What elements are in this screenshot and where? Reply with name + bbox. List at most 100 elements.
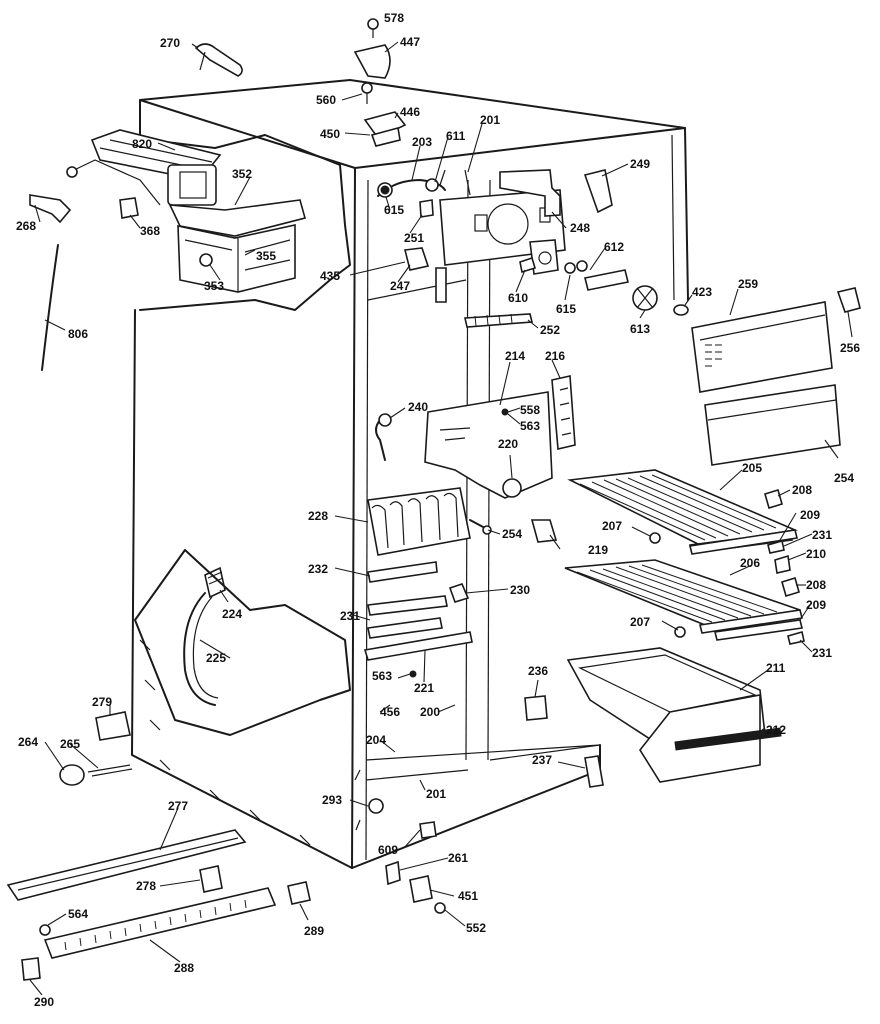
label-552: 552 [466, 921, 486, 935]
label-268: 268 [16, 219, 36, 233]
part-265-screw [87, 764, 133, 777]
part-293-roller [368, 798, 384, 814]
part-221-rail [363, 631, 473, 678]
label-270: 270 [160, 36, 180, 50]
part-451-hinge [409, 875, 433, 903]
part-578-screw [367, 18, 379, 38]
part-355-ice-bucket [177, 224, 296, 293]
label-352: 352 [232, 167, 252, 181]
label-451: 451 [458, 889, 478, 903]
label-208: 208 [792, 483, 812, 497]
label-279: 279 [92, 695, 112, 709]
part-230-support [448, 583, 470, 603]
label-558: 558 [520, 403, 540, 417]
leader-lines [29, 41, 853, 996]
label-225: 225 [206, 651, 226, 665]
part-256-hinge-cap [836, 287, 861, 313]
part-207-shelf-stop [649, 532, 686, 638]
part-270-fitting [194, 43, 243, 77]
label-254b: 254 [502, 527, 522, 541]
part-254-panel [704, 384, 841, 466]
label-564: 564 [68, 907, 88, 921]
part-446-hinge [363, 111, 407, 140]
part-610-switch [519, 239, 559, 275]
part-232-drain-trough [367, 561, 438, 583]
label-212: 212 [766, 723, 786, 737]
label-254: 254 [834, 471, 854, 485]
refrigerator-cabinet [131, 79, 689, 869]
label-236: 236 [528, 664, 548, 678]
label-450: 450 [320, 127, 340, 141]
part-228-evaporator [367, 487, 471, 556]
label-211: 211 [766, 661, 786, 675]
part-268-valve [29, 194, 72, 224]
part-249-hinge [583, 169, 613, 214]
label-446: 446 [400, 105, 420, 119]
label-237: 237 [532, 753, 552, 767]
part-206-shelf [564, 559, 803, 634]
label-214: 214 [505, 349, 525, 363]
label-277: 277 [168, 799, 188, 813]
part-288-grille [43, 887, 277, 959]
part-236-clip [524, 695, 548, 721]
part-259-cover [691, 301, 833, 393]
label-207: 207 [602, 519, 622, 533]
label-615b: 615 [556, 302, 576, 316]
part-212-trim [674, 727, 782, 751]
label-209: 209 [800, 508, 820, 522]
part-353-auger [199, 253, 213, 267]
part-560-screw [361, 82, 373, 104]
part-290-cap [21, 957, 41, 981]
label-289: 289 [304, 924, 324, 938]
label-259: 259 [738, 277, 758, 291]
label-200: 200 [420, 705, 440, 719]
label-203: 203 [412, 135, 432, 149]
label-207b: 207 [630, 615, 650, 629]
part-254-heater [469, 519, 492, 535]
label-290: 290 [34, 995, 54, 1009]
part-435-bracket [435, 267, 447, 303]
part-214-duct-cover [424, 391, 553, 499]
part-279-bracket [95, 711, 131, 741]
part-252-diffuser [464, 313, 534, 328]
label-278: 278 [136, 879, 156, 893]
part-612-bracket [564, 260, 629, 291]
label-609: 609 [378, 843, 398, 857]
label-368: 368 [140, 224, 160, 238]
part-248-shroud [499, 169, 561, 217]
label-220: 220 [498, 437, 518, 451]
label-251: 251 [404, 231, 424, 245]
label-560: 560 [316, 93, 336, 107]
label-563: 563 [520, 419, 540, 433]
part-613-fan [632, 285, 658, 311]
part-208-bracket [764, 488, 800, 598]
label-228: 228 [308, 509, 328, 523]
part-447-hinge-cover [353, 44, 391, 79]
part-368-bracket [119, 197, 139, 219]
label-611: 611 [446, 129, 466, 143]
part-231-clip [767, 539, 805, 645]
part-210-support [774, 554, 791, 574]
label-231: 231 [812, 528, 832, 542]
label-201: 201 [480, 113, 500, 127]
label-249: 249 [630, 157, 650, 171]
part-609-screw [419, 821, 437, 839]
part-251-cam [419, 199, 434, 218]
part-611-clip [439, 169, 446, 186]
label-231b: 231 [340, 609, 360, 623]
label-256: 256 [840, 341, 860, 355]
label-613: 613 [630, 322, 650, 336]
part-209-trim [689, 529, 803, 641]
part-450-shim [370, 126, 401, 147]
label-204: 204 [366, 733, 386, 747]
label-435: 435 [320, 269, 340, 283]
label-219: 219 [588, 543, 608, 557]
part-820-ice-maker [66, 129, 222, 206]
label-209b: 209 [806, 598, 826, 612]
part-278-roller [199, 865, 223, 893]
label-288: 288 [174, 961, 194, 975]
label-224: 224 [222, 607, 242, 621]
label-447: 447 [400, 35, 420, 49]
label-205: 205 [742, 461, 762, 475]
